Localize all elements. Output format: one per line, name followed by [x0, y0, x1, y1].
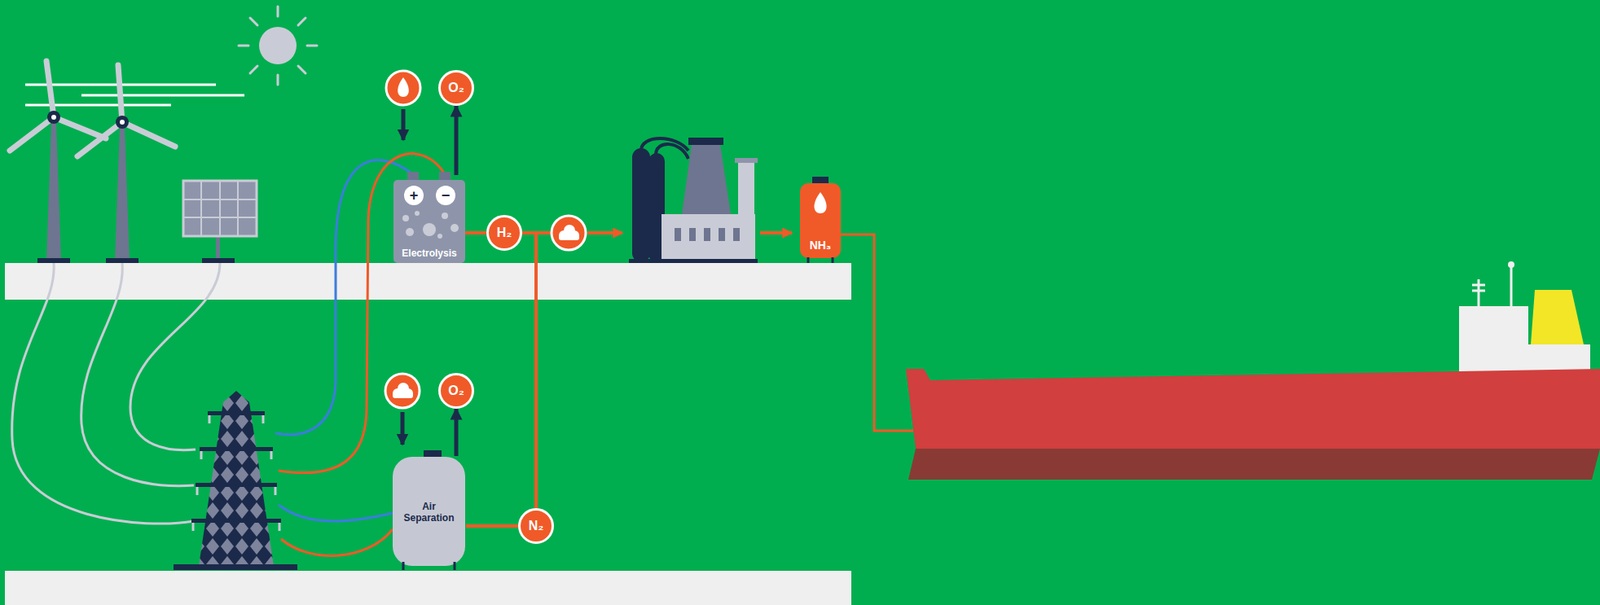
node-label: O₂ [448, 80, 465, 96]
output-circle: O₂ [438, 373, 475, 409]
node-label: + [409, 188, 419, 203]
flow-connector [465, 524, 519, 528]
tanker-ship [905, 261, 1600, 480]
water-input [386, 70, 421, 141]
wind-turbine [77, 65, 176, 264]
electrolysis-unit: Electrolysis + − [393, 175, 466, 264]
electrolyser [393, 171, 466, 264]
ammonia-plant [628, 137, 792, 264]
node-label: Electrolysis [401, 247, 457, 260]
power-pylon [173, 391, 298, 571]
upper-platform [4, 263, 852, 300]
air-separation-tank [392, 450, 466, 571]
gas-circle: N₂ [518, 508, 554, 545]
node-label: − [441, 188, 451, 203]
flow-connector [522, 232, 537, 509]
node-label: N₂ [528, 518, 545, 534]
lower-platform [4, 571, 852, 605]
air-separation-unit: Air Separation [391, 456, 466, 570]
node-label: Air Separation [396, 501, 462, 525]
wind-turbine [9, 61, 106, 264]
wind-lines [25, 84, 245, 106]
output-circle: O₂ [438, 70, 475, 106]
flow-connector [465, 231, 487, 235]
ammonia-tank [800, 176, 914, 431]
air-input [385, 373, 420, 445]
node-label: O₂ [448, 383, 465, 399]
gas-circle: H₂ [486, 215, 523, 251]
ammonia-tank: NH₃ [800, 176, 841, 264]
solar-panel [183, 180, 257, 264]
terminal-symbol: + [404, 185, 424, 206]
sun [238, 6, 317, 85]
terminal-symbol: − [435, 185, 456, 206]
power-cables [12, 263, 220, 524]
node-label: H₂ [496, 225, 513, 241]
node-label: NH₃ [809, 238, 832, 252]
flow-connector [454, 408, 459, 457]
flow-connector [454, 105, 459, 176]
